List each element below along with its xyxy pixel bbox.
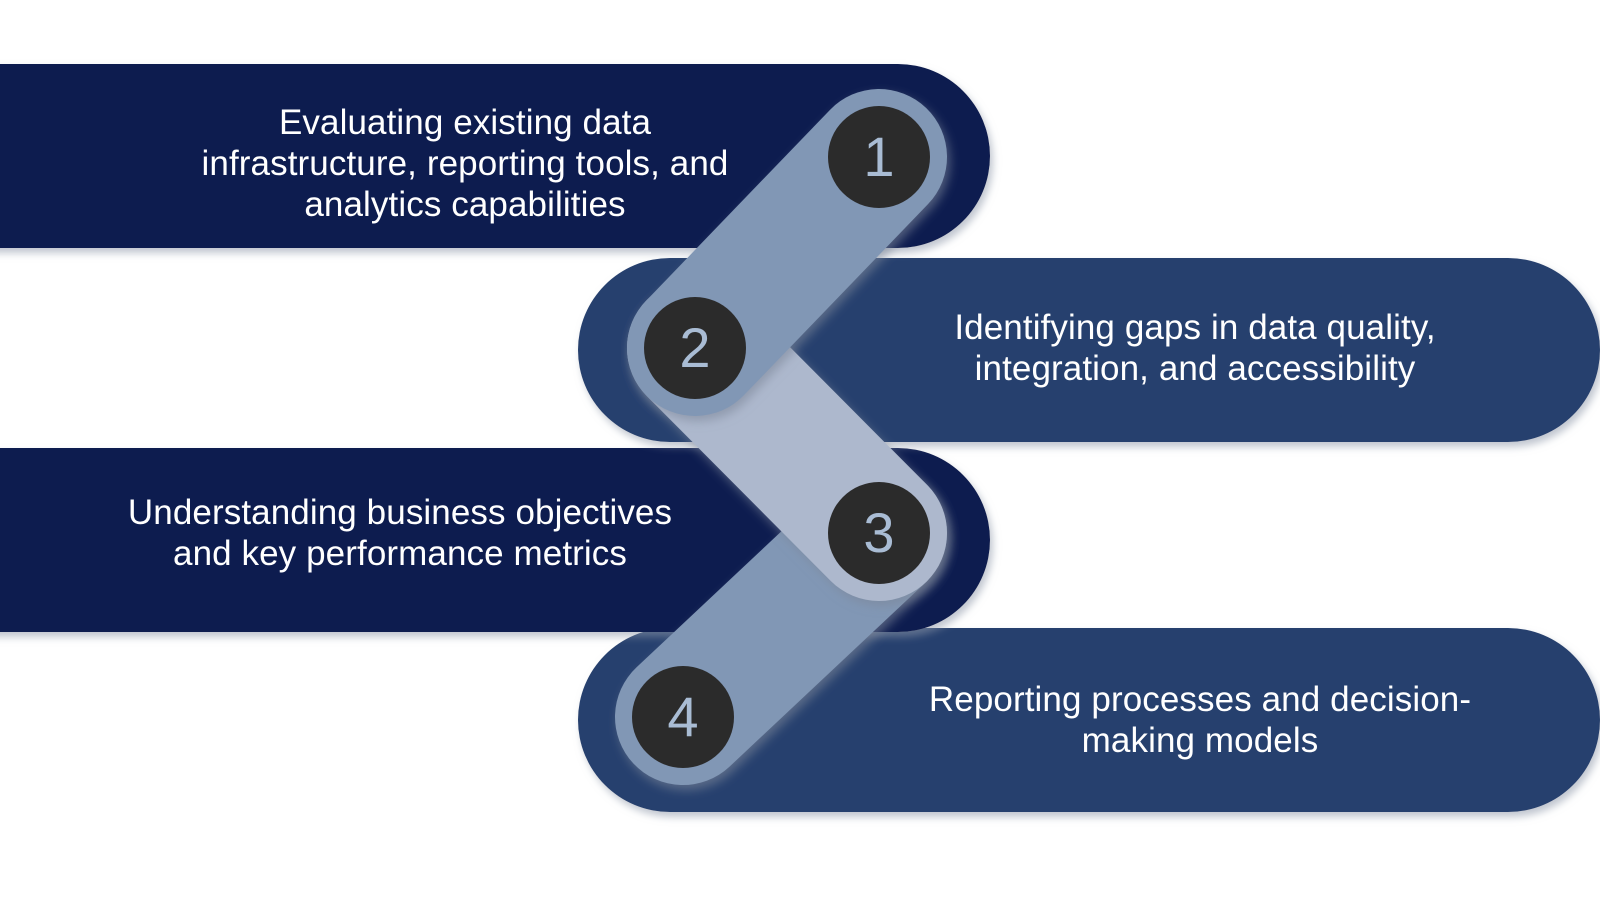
step-circle-3[interactable]: [828, 482, 930, 584]
step-circle-2[interactable]: [644, 297, 746, 399]
step-number-2: 2: [679, 316, 711, 379]
step-number-3: 3: [863, 501, 895, 564]
step-circle-4[interactable]: [632, 666, 734, 768]
step-number-4: 4: [667, 685, 699, 748]
step-circle-1[interactable]: [828, 106, 930, 208]
step-number-1: 1: [863, 125, 895, 188]
step-bar-4[interactable]: [578, 628, 1600, 812]
